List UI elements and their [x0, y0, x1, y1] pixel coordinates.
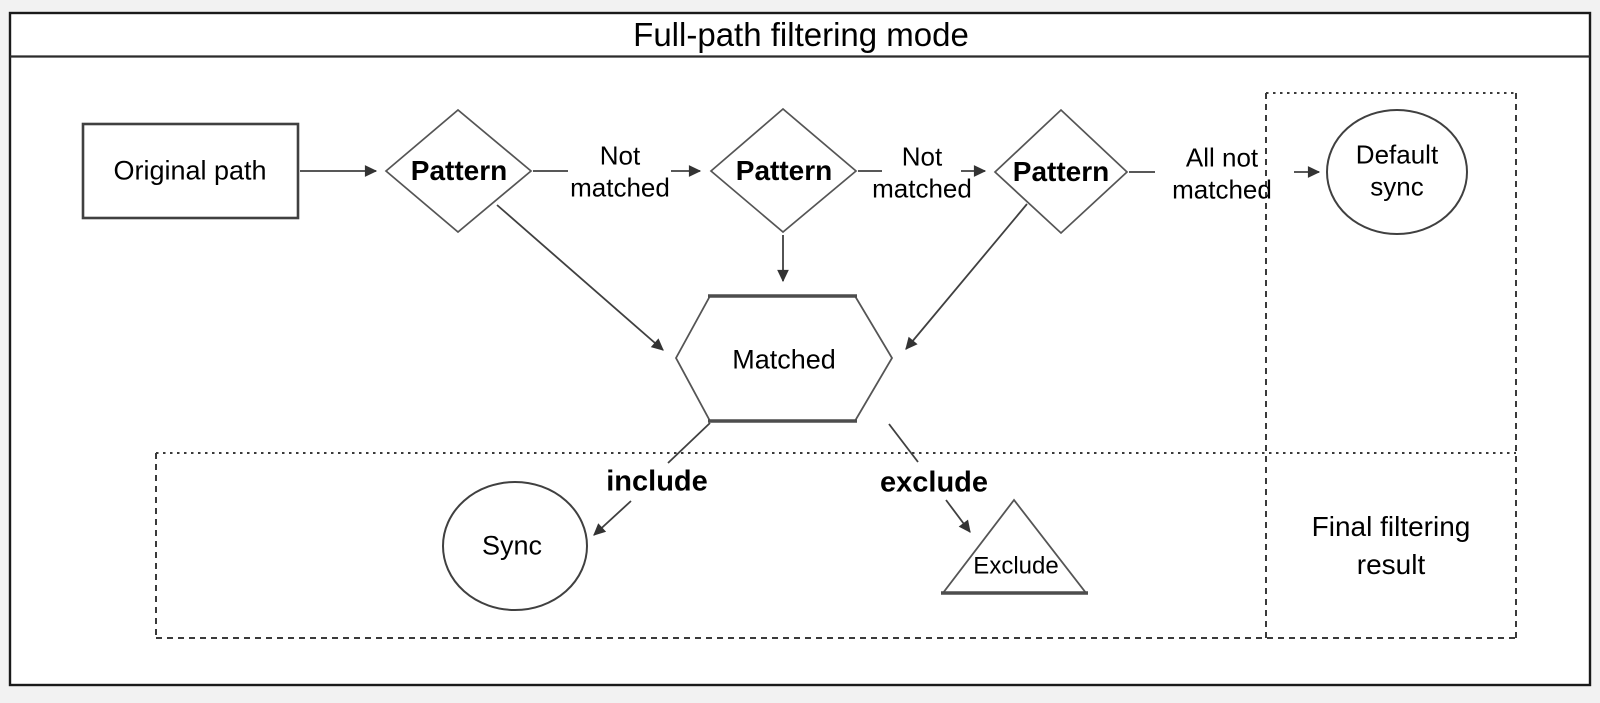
edge-include-to-sync: [593, 500, 632, 536]
sync-circle: [442, 481, 588, 611]
edge-pattern1-to-matched: [496, 204, 664, 351]
bottom-dashed-region: [155, 452, 1516, 639]
pattern3-diamond: [993, 108, 1129, 235]
edge-matched-to-exclude-label: [888, 423, 919, 463]
right-dashed-region: [1265, 92, 1517, 638]
matched-hexagon: [674, 295, 894, 422]
pattern1-diamond: [384, 108, 533, 234]
edge-matched-to-include-label: [667, 422, 711, 464]
edge-pattern3-to-matched: [905, 203, 1028, 350]
edge-exclude-to-triangle: [945, 499, 971, 533]
default-sync-circle: [1326, 109, 1468, 235]
pattern2-diamond: [709, 107, 858, 234]
original-path-box: [81, 122, 300, 220]
